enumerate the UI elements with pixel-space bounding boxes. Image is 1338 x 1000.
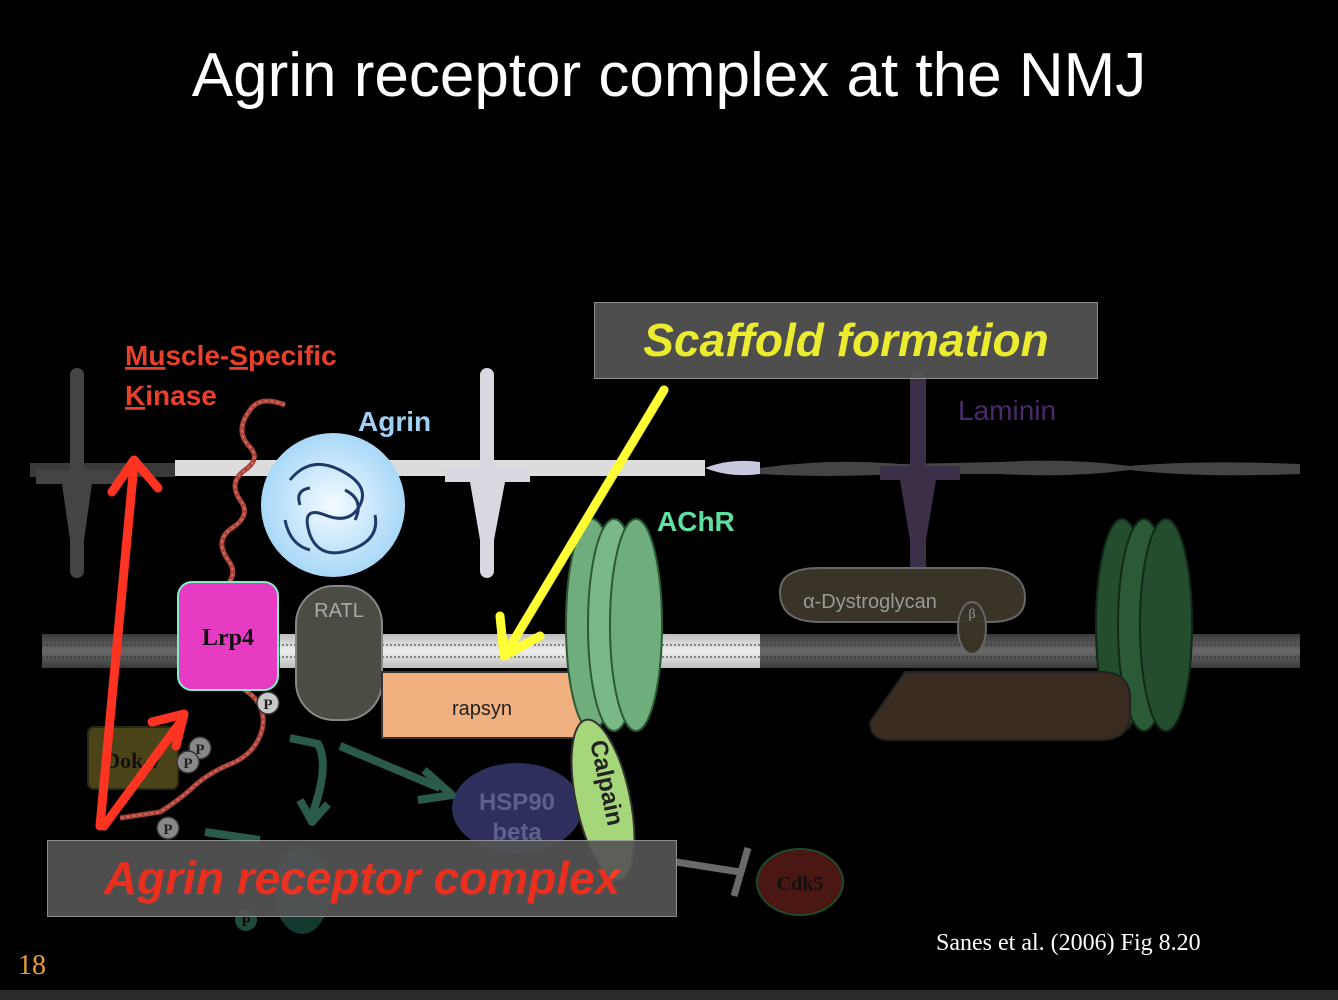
agrin-label: Agrin <box>358 406 431 437</box>
lrp4-label: Lrp4 <box>202 625 254 651</box>
scaffold-formation-callout: Scaffold formation <box>594 302 1098 379</box>
slide-title: Agrin receptor complex at the NMJ <box>191 41 1147 110</box>
ratl-label: RATL <box>314 600 364 622</box>
phosphorylation-sites: P P P P <box>156 691 280 840</box>
rapsyn-label: rapsyn <box>452 698 512 720</box>
receptor-complex-arrows <box>95 455 189 831</box>
basal-lamina <box>30 460 1300 477</box>
laminin-left <box>36 368 118 578</box>
agrin-receptor-complex-callout: Agrin receptor complex <box>47 840 677 917</box>
cdk5-label: Cdk5 <box>777 873 824 895</box>
scaffold-arrow <box>495 385 669 661</box>
cdk5-protein: Cdk5 <box>756 848 844 916</box>
achr-label: AChR <box>657 506 735 537</box>
phospho-label-3: P <box>183 756 192 772</box>
bottom-bar <box>0 990 1338 1000</box>
slide-number: 18 <box>18 950 46 981</box>
rapsyn-right <box>868 671 1131 741</box>
dystroglycan-label: α-Dystroglycan <box>803 591 937 613</box>
achr-left <box>565 518 663 732</box>
signaling-arrows <box>204 734 456 844</box>
cdk5-inhibition <box>675 847 752 897</box>
scaffold-formation-text: Scaffold formation <box>643 314 1049 366</box>
hsp90-beta: HSP90 beta <box>452 763 582 853</box>
phospho-label-1: P <box>263 697 272 713</box>
phospho-label-4: P <box>163 822 172 838</box>
laminin-label: Laminin <box>958 395 1056 426</box>
citation: Sanes et al. (2006) Fig 8.20 <box>936 930 1201 956</box>
agrin-receptor-complex-text: Agrin receptor complex <box>103 852 621 904</box>
lrp4-protein: Lrp4 <box>177 581 279 691</box>
hsp90-label-line1: HSP90 <box>479 789 555 816</box>
phospho-label-2: P <box>195 742 204 758</box>
agrin-protein <box>261 433 405 577</box>
ratl-protein: RATL <box>295 585 383 721</box>
beta-label: β <box>968 607 975 622</box>
phospho-label-bottom: P <box>241 914 250 930</box>
musk-label-line1: Muscle-Specific <box>125 340 337 371</box>
laminin-right <box>880 370 960 600</box>
musk-label-line2: Kinase <box>125 380 217 411</box>
laminin-middle <box>445 368 530 578</box>
dystroglycan-complex: α-Dystroglycan β <box>778 567 1027 655</box>
